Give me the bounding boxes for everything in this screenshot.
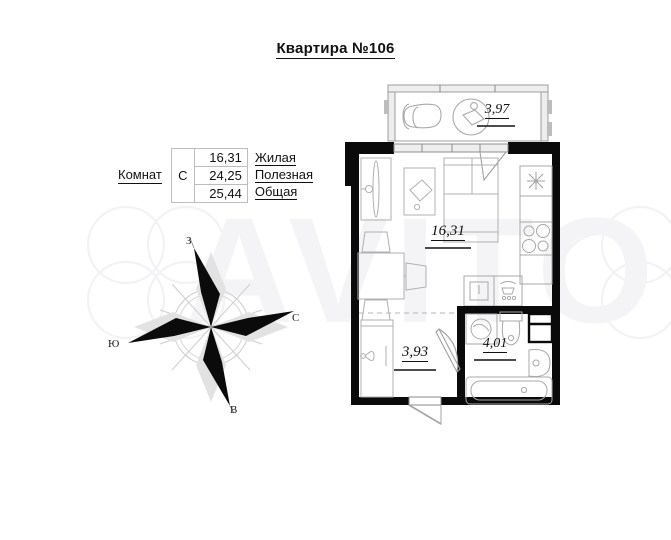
legend-label-living: Жилая (254, 150, 296, 166)
compass-icon (128, 237, 294, 414)
compass-label-west: З (186, 235, 192, 247)
legend-label-total: Общая (254, 184, 298, 200)
area-text-bathroom: 4,01 (482, 336, 508, 353)
legend-label-usable: Полезная (254, 167, 314, 183)
rooms-label: Комнат (118, 167, 162, 184)
rooms-value: С (172, 149, 195, 202)
legend-value-total: 25,44 (209, 186, 242, 201)
page-title-text: Квартира №106 (276, 40, 395, 59)
legend-labels: Жилая Полезная Общая (254, 150, 314, 201)
entrance-door[interactable] (408, 396, 442, 425)
balcony-door-window[interactable] (393, 143, 509, 182)
legend-value-living: 16,31 (194, 149, 247, 167)
legend-values: 16,31 24,25 25,44 (194, 149, 247, 202)
compass-label-north: С (292, 312, 300, 324)
page-title: Квартира №106 (0, 40, 671, 59)
legend-value-usable: 24,25 (194, 167, 247, 185)
legend-block: Комнат С 16,31 24,25 25,44 Жилая Полезна… (118, 148, 314, 203)
legend-table: С 16,31 24,25 25,44 (170, 148, 248, 203)
apartment-walls (345, 142, 560, 405)
hallway: 3,93 (360, 319, 442, 425)
compass-label-south: Ю (108, 338, 120, 350)
compass-rose: З С Ю В (108, 232, 313, 417)
area-text-hallway: 3,93 (401, 344, 429, 362)
apartment-floorplan: 3,97 (340, 80, 570, 425)
area-text-balcony: 3,97 (484, 102, 510, 119)
balcony-room: 3,97 (384, 84, 552, 142)
area-text-main-room: 16,31 (431, 223, 465, 241)
main-room: 16,31 (357, 157, 553, 321)
bathroom: 4,01 (435, 306, 554, 405)
compass-label-east: В (230, 404, 238, 416)
